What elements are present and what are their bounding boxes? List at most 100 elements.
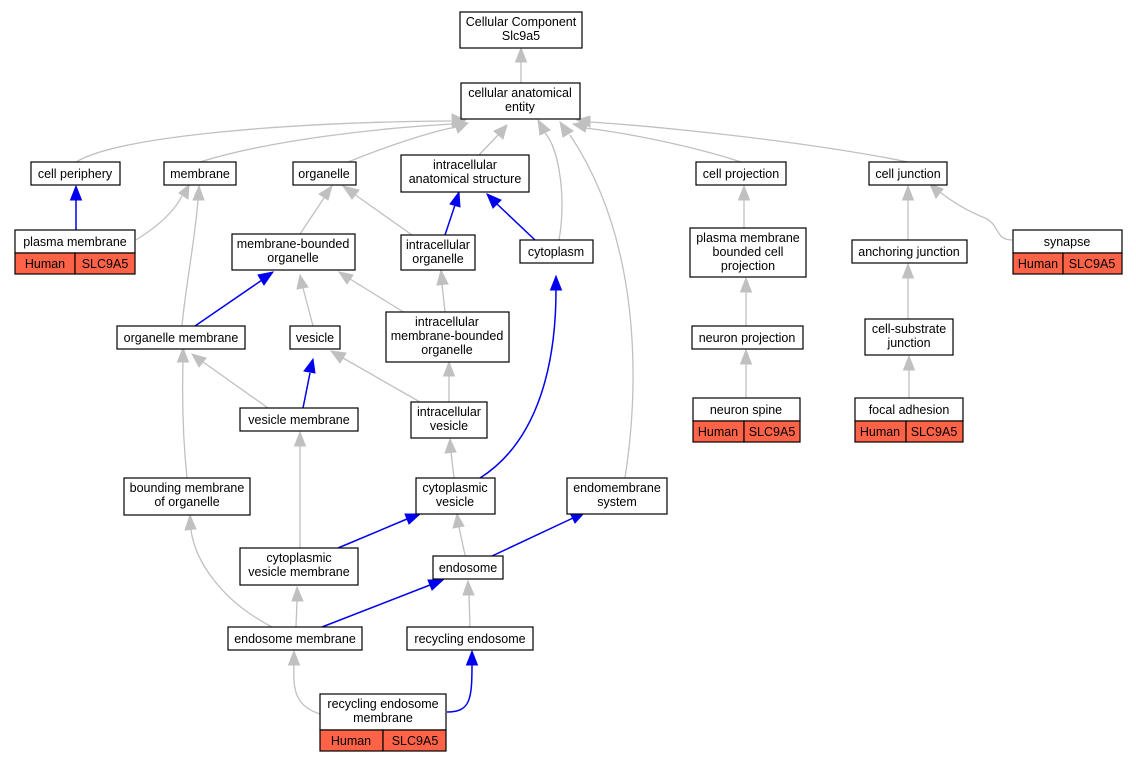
species-label: Human	[860, 425, 900, 439]
node-synapse[interactable]: synapse Human SLC9A5	[1012, 229, 1123, 275]
node-bounding-membrane-of-organelle[interactable]: bounding membrane of organelle	[123, 477, 251, 516]
node-recycling-endosome-membrane[interactable]: recycling endosome membrane Human SLC9A5	[319, 693, 447, 752]
node-label: membrane-bounded	[237, 237, 350, 251]
edge-em-cvm	[295, 600, 298, 628]
node-label: cytoplasmic	[422, 481, 487, 495]
edge-cytoplasm-ias	[496, 203, 536, 241]
node-label: organelle	[412, 252, 463, 266]
edge-em-bmo	[190, 529, 273, 628]
node-recycling-endosome[interactable]: recycling endosome	[406, 626, 534, 651]
node-anchoring-junction[interactable]: anchoring junction	[851, 239, 968, 264]
node-plasma-membrane[interactable]: plasma membrane Human SLC9A5	[14, 229, 136, 275]
edge-ic-vesicle-vesicle	[342, 357, 421, 403]
node-label: bounding membrane	[130, 481, 245, 495]
node-intracellular-anatomical-structure[interactable]: intracellular anatomical structure	[400, 154, 530, 193]
node-label: neuron projection	[699, 331, 796, 345]
node-membrane[interactable]: membrane	[163, 161, 237, 186]
node-intracellular-membrane-bounded-organelle[interactable]: intracellular membrane-bounded organelle	[385, 311, 510, 363]
node-label: junction	[886, 336, 930, 350]
node-label: vesicle	[430, 419, 468, 433]
node-label: organelle	[421, 343, 472, 357]
node-label: anatomical structure	[409, 172, 522, 186]
node-label: membrane	[353, 711, 413, 725]
node-endosome-membrane[interactable]: endosome membrane	[227, 626, 363, 651]
node-label: vesicle	[296, 331, 334, 345]
node-label: plasma membrane	[23, 235, 127, 249]
edge-re-endosome	[468, 594, 471, 628]
edge-ias-cae	[477, 133, 500, 157]
edge-vesicle-membrane-organelle-membrane	[202, 361, 269, 409]
edge-vesicle-mbo	[302, 287, 314, 327]
gene-label: SLC9A5	[911, 425, 958, 439]
edge-imbo-ic-organelle	[441, 283, 446, 313]
edge-membrane-cae	[199, 123, 453, 163]
node-cell-periphery[interactable]: cell periphery	[30, 161, 121, 186]
gene-label: SLC9A5	[392, 734, 439, 748]
edge-organelle-membrane-mbo	[194, 279, 263, 327]
gene-label: SLC9A5	[749, 425, 796, 439]
species-label: Human	[331, 734, 371, 748]
node-vesicle[interactable]: vesicle	[289, 325, 341, 350]
edge-cyto-vesicle-ic-vesicle	[450, 451, 455, 479]
node-cytoplasm[interactable]: cytoplasm	[519, 239, 594, 264]
node-label: organelle membrane	[124, 331, 239, 345]
node-label: membrane-bounded	[391, 329, 504, 343]
gene-badge	[382, 729, 447, 752]
node-label: of organelle	[154, 495, 219, 509]
edge-ic-organelle-organelle	[353, 193, 413, 236]
edge-em-endosome	[321, 584, 431, 628]
node-endosome[interactable]: endosome	[432, 555, 504, 580]
node-plasma-membrane-bounded-cell-projection[interactable]: plasma membrane bounded cell projection	[689, 227, 807, 278]
node-organelle-membrane[interactable]: organelle membrane	[116, 325, 246, 350]
node-label: cytoplasm	[528, 245, 584, 259]
node-organelle[interactable]: organelle	[292, 161, 357, 186]
edge-cytoplasm-cae	[544, 132, 563, 241]
node-neuron-spine[interactable]: neuron spine Human SLC9A5	[692, 397, 801, 443]
node-label: recycling endosome	[327, 697, 438, 711]
node-cell-projection[interactable]: cell projection	[695, 161, 787, 186]
node-label: intracellular	[415, 315, 479, 329]
node-intracellular-organelle[interactable]: intracellular organelle	[400, 234, 476, 271]
node-vesicle-membrane[interactable]: vesicle membrane	[239, 407, 359, 432]
node-label: cell-substrate	[872, 322, 946, 336]
node-cytoplasmic-vesicle-membrane[interactable]: cytoplasmic vesicle membrane	[239, 547, 359, 586]
node-label: vesicle membrane	[248, 565, 349, 579]
node-neuron-projection[interactable]: neuron projection	[691, 325, 804, 350]
node-cytoplasmic-vesicle[interactable]: cytoplasmic vesicle	[415, 477, 496, 515]
edge-endomembrane-cae	[569, 134, 634, 479]
node-label: synapse	[1044, 235, 1091, 249]
node-label: intracellular	[417, 405, 481, 419]
edge-endosome-cyto-vesicle	[458, 526, 466, 556]
edge-organelle-cae	[347, 126, 457, 163]
node-label: Slc9a5	[502, 29, 540, 43]
node-intracellular-vesicle[interactable]: intracellular vesicle	[410, 401, 488, 439]
node-focal-adhesion[interactable]: focal adhesion Human SLC9A5	[854, 397, 964, 443]
node-endomembrane-system[interactable]: endomembrane system	[566, 477, 668, 515]
edge-ic-organelle-ias	[444, 204, 456, 236]
node-cell-junction[interactable]: cell junction	[868, 161, 948, 186]
edges	[69, 46, 1013, 715]
edge-cell-junction-cae	[589, 121, 909, 163]
node-membrane-bounded-organelle[interactable]: membrane-bounded organelle	[231, 233, 356, 271]
edge-cell-projection-cae	[584, 127, 742, 163]
edge-vesicle-membrane-vesicle	[302, 372, 311, 409]
node-label: recycling endosome	[414, 632, 525, 646]
edge-mbo-organelle	[299, 197, 325, 235]
gene-label: SLC9A5	[82, 257, 129, 271]
node-label: membrane	[170, 167, 230, 181]
node-label: vesicle	[436, 495, 474, 509]
node-cell-substrate-junction[interactable]: cell-substrate junction	[864, 318, 954, 356]
node-label: cellular anatomical	[468, 86, 572, 100]
node-cellular-component[interactable]: Cellular Component Slc9a5	[459, 11, 583, 49]
node-label: neuron spine	[710, 403, 782, 417]
species-label: Human	[1018, 257, 1058, 271]
node-cellular-anatomical-entity[interactable]: cellular anatomical entity	[460, 82, 581, 120]
edge-endosome-endomembrane	[491, 517, 574, 557]
arrowhead	[514, 46, 528, 63]
node-label: organelle	[267, 251, 318, 265]
node-label: cell projection	[703, 167, 779, 181]
node-label: entity	[505, 100, 536, 114]
node-label: projection	[721, 259, 775, 273]
node-label: vesicle membrane	[248, 413, 349, 427]
